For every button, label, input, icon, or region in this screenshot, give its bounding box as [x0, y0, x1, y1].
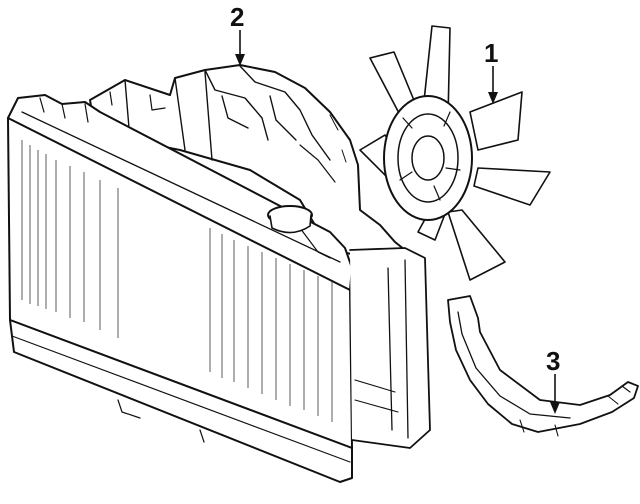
callout-label-fan: 1 — [484, 38, 498, 68]
radiator — [7, 94, 431, 483]
cooling-fan — [359, 25, 551, 281]
callout-2: 2 — [230, 2, 245, 66]
callout-3: 3 — [546, 346, 560, 414]
callout-label-lower-shroud: 3 — [546, 346, 560, 376]
lower-shroud — [447, 295, 639, 437]
fan-shroud — [89, 64, 406, 263]
callout-1: 1 — [484, 38, 498, 104]
callout-label-shroud: 2 — [230, 2, 244, 32]
